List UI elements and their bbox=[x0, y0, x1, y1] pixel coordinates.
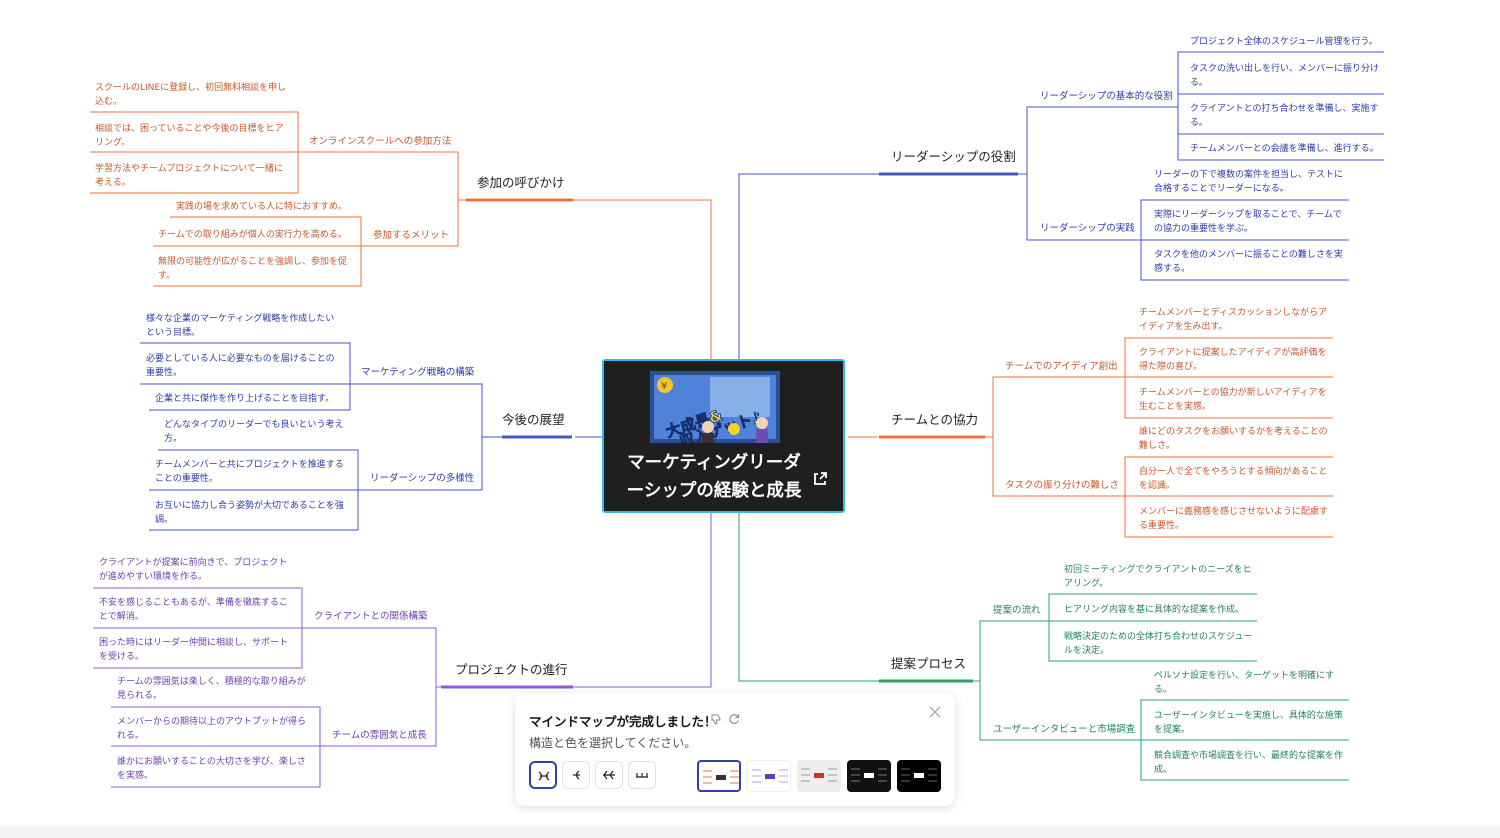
leaf-idea-1[interactable]: チームメンバーとディスカッションしながらア イディアを生み出す。 bbox=[1139, 308, 1328, 332]
leaf-flow-2[interactable]: ヒアリング内容を基に具体的な提案を作成。 bbox=[1064, 605, 1245, 615]
structure-bottom-icon bbox=[636, 773, 648, 778]
theme-colorful[interactable] bbox=[697, 760, 741, 792]
leaf-interview-2[interactable]: ユーザーインタビューを実施し、具体的な施策 を提案。 bbox=[1154, 711, 1343, 735]
structure-tree-left-button[interactable] bbox=[595, 761, 623, 789]
leaf-merit-2[interactable]: チームでの取り組みが個人の実行力を高める。 bbox=[158, 230, 347, 240]
subtopic-practice[interactable]: リーダーシップの実践 bbox=[1040, 223, 1135, 234]
subtopic-task[interactable]: タスクの振り分けの難しさ bbox=[1005, 480, 1120, 491]
external-link-icon[interactable] bbox=[812, 471, 828, 487]
subtopic-atmosphere[interactable]: チームの雰囲気と成長 bbox=[332, 730, 427, 741]
leaf-interview-3[interactable]: 競合調査や市場調査を行い、最終的な提案を作 成。 bbox=[1154, 751, 1344, 775]
leaf-online-2[interactable]: 相談では、困っていることや今後の目標をヒア リング。 bbox=[95, 124, 284, 148]
leaf-interview-1[interactable]: ペルソナ設定を行い、ターゲットを明確にす る。 bbox=[1154, 671, 1335, 695]
theme-purple[interactable] bbox=[747, 760, 791, 792]
leaf-atmosphere-3[interactable]: 誰かにお願いすることの大切さを学び、楽しさ を実感。 bbox=[117, 757, 306, 781]
trunk-project bbox=[573, 513, 712, 688]
central-thumbnail-image: ¥ 大成長& 収入ゲット♪ bbox=[650, 371, 780, 443]
leaf-diversity-2[interactable]: チームメンバーと共にプロジェクトを推進する ことの重要性。 bbox=[155, 460, 344, 484]
structure-both-sides-icon bbox=[538, 771, 550, 781]
leaf-task-1[interactable]: 誰にどのタスクをお願いするかを考えることの 難しさ。 bbox=[1139, 427, 1328, 451]
leaf-practice-2[interactable]: 実際にリーダーシップを取ることで、チームで の協力の重要性を学ぶ。 bbox=[1154, 210, 1342, 234]
leaf-strategy-2[interactable]: 必要としている人に必要なものを届けることの 重要性。 bbox=[146, 354, 335, 378]
conn-idea bbox=[985, 376, 1125, 438]
leaf-practice-3[interactable]: タスクを他のメンバーに振ることの難しさを実 感する。 bbox=[1154, 250, 1343, 274]
main-topic-project[interactable]: プロジェクトの進行 bbox=[455, 662, 568, 677]
subtopic-idea[interactable]: チームでのアイディア創出 bbox=[1005, 361, 1118, 372]
leaf-idea-3[interactable]: チームメンバーとの協力が新しいアイディアを 生むことを実感。 bbox=[1139, 388, 1327, 412]
subtopic-flow[interactable]: 提案の流れ bbox=[993, 605, 1041, 616]
main-topic-participation[interactable]: 参加の呼びかけ bbox=[477, 175, 565, 190]
leaf-online-3[interactable]: 学習方法やチームプロジェクトについて一緒に 考える。 bbox=[95, 164, 283, 188]
subtopic-strategy[interactable]: マーケティング戦略の構築 bbox=[361, 367, 475, 378]
leaf-online-1[interactable]: スクールのLINEに登録し、初回無料相談を申し 込む。 bbox=[95, 83, 287, 107]
structure-bottom-button[interactable] bbox=[628, 761, 656, 789]
trunk-proposal bbox=[738, 513, 880, 682]
subtopic-online-school[interactable]: オンラインスクールへの参加方法 bbox=[309, 136, 452, 147]
structure-left-button[interactable] bbox=[562, 761, 590, 789]
leaf-diversity-3[interactable]: お互いに協力し合う姿勢が大切であることを強 調。 bbox=[155, 501, 344, 525]
trunk-participation bbox=[573, 199, 712, 359]
completion-toast: マインドマップが完成しました！ 構造と色を選択してください。 bbox=[515, 693, 955, 806]
theme-dark-2[interactable] bbox=[897, 760, 941, 792]
leaf-merit-1[interactable]: 実践の場を求めている人に特におすすめ。 bbox=[176, 202, 348, 212]
leaf-flow-1[interactable]: 初回ミーティングでクライアントのニーズをヒ アリング。 bbox=[1064, 565, 1252, 589]
leaf-basic-1[interactable]: プロジェクト全体のスケジュール管理を行う。 bbox=[1190, 37, 1378, 47]
leaf-diversity-1[interactable]: どんなタイプのリーダーでも良いという考え 方。 bbox=[164, 420, 344, 444]
conn-client bbox=[302, 627, 441, 688]
leaf-merit-3[interactable]: 無限の可能性が広がることを強調し、参加を促 す。 bbox=[158, 257, 348, 281]
leaf-client-3[interactable]: 困った時にはリーダー仲間に相談し、サポート を受ける。 bbox=[99, 638, 289, 662]
main-topic-role[interactable]: リーダーシップの役割 bbox=[891, 149, 1016, 164]
leaf-client-1[interactable]: クライアントが提案に前向きで、プロジェクト が進めやすい環境を作る。 bbox=[99, 558, 288, 582]
conn-strategy bbox=[350, 383, 502, 438]
conn-flow bbox=[973, 620, 1049, 682]
toast-subtitle: 構造と色を選択してください。 bbox=[529, 736, 697, 750]
theme-purple-preview bbox=[752, 769, 788, 783]
conn-basic bbox=[1018, 106, 1178, 175]
theme-dark-1[interactable] bbox=[847, 760, 891, 792]
bottom-scroll-strip bbox=[0, 826, 1500, 838]
leaf-atmosphere-2[interactable]: メンバーからの期待以上のアウトプットが得ら れる。 bbox=[117, 717, 307, 741]
structure-left-icon bbox=[573, 770, 580, 780]
subtopic-client[interactable]: クライアントとの関係構築 bbox=[314, 611, 428, 622]
leaf-basic-3[interactable]: クライアントとの打ち合わせを準備し、実施す る。 bbox=[1190, 104, 1379, 128]
conn-online bbox=[298, 151, 466, 201]
leaf-basic-2[interactable]: タスクの洗い出しを行い、メンバーに振り分け る。 bbox=[1190, 64, 1380, 88]
leaf-strategy-3[interactable]: 企業と共に傑作を作り上げることを目指す。 bbox=[155, 394, 335, 404]
thumbs-down-icon[interactable] bbox=[710, 713, 722, 725]
leaf-client-2[interactable]: 不安を感じることもあるが、準備を徹底するこ とで解消。 bbox=[99, 598, 288, 622]
structure-tree-left-icon bbox=[603, 770, 615, 780]
structure-both-sides-button[interactable] bbox=[529, 761, 557, 789]
leaf-practice-1[interactable]: リーダーの下で複数の案件を担当し、テストに 合格することでリーダーになる。 bbox=[1154, 170, 1344, 194]
theme-dark-1-preview bbox=[851, 768, 887, 782]
leaf-idea-2[interactable]: クライアントに提案したアイディアが高評価を 得た際の喜び。 bbox=[1139, 348, 1327, 372]
main-topic-team[interactable]: チームとの協力 bbox=[891, 412, 979, 427]
leaf-basic-4[interactable]: チームメンバーとの会議を準備し、進行する。 bbox=[1190, 144, 1379, 154]
central-title-line2: ーシップの経験と成長 bbox=[626, 481, 802, 501]
main-topic-proposal[interactable]: 提案プロセス bbox=[891, 656, 967, 671]
central-topic[interactable]: ¥ 大成長& 収入ゲット♪ マーケティングリーダ ーシップの経験と成長 bbox=[602, 359, 845, 513]
leaf-task-2[interactable]: 自分一人で全てをやろうとする傾向があること を認識。 bbox=[1139, 467, 1328, 491]
theme-red[interactable] bbox=[797, 760, 841, 792]
theme-colorful-preview bbox=[703, 770, 739, 784]
theme-red-preview bbox=[801, 768, 837, 782]
refresh-icon[interactable] bbox=[728, 713, 740, 725]
subtopic-merit[interactable]: 参加するメリット bbox=[373, 230, 450, 241]
trunk-role bbox=[738, 173, 880, 359]
toast-title: マインドマップが完成しました！ bbox=[529, 714, 717, 729]
theme-dark-2-preview bbox=[901, 768, 937, 782]
central-title-line1: マーケティングリーダ bbox=[627, 453, 801, 473]
subtopic-diversity[interactable]: リーダーシップの多様性 bbox=[370, 473, 475, 484]
main-topic-future[interactable]: 今後の展望 bbox=[502, 412, 565, 427]
leaf-task-3[interactable]: メンバーに義務感を感じさせないように配慮す る重要性。 bbox=[1139, 507, 1328, 531]
leaf-flow-3[interactable]: 戦略決定のための全体打ち合わせのスケジュー ルを決定。 bbox=[1064, 632, 1253, 656]
svg-text:¥: ¥ bbox=[661, 381, 667, 392]
leaf-strategy-1[interactable]: 様々な企業のマーケティング戦略を作成したい という目標。 bbox=[146, 314, 335, 338]
close-icon[interactable] bbox=[927, 704, 943, 720]
subtopic-interview[interactable]: ユーザーインタビューと市場調査 bbox=[993, 724, 1136, 735]
central-title: マーケティングリーダ ーシップの経験と成長 bbox=[604, 449, 824, 505]
leaf-atmosphere-1[interactable]: チームの雰囲気は楽しく、積極的な取り組みが 見られる。 bbox=[117, 677, 306, 701]
subtopic-basic-role[interactable]: リーダーシップの基本的な役割 bbox=[1040, 91, 1173, 102]
